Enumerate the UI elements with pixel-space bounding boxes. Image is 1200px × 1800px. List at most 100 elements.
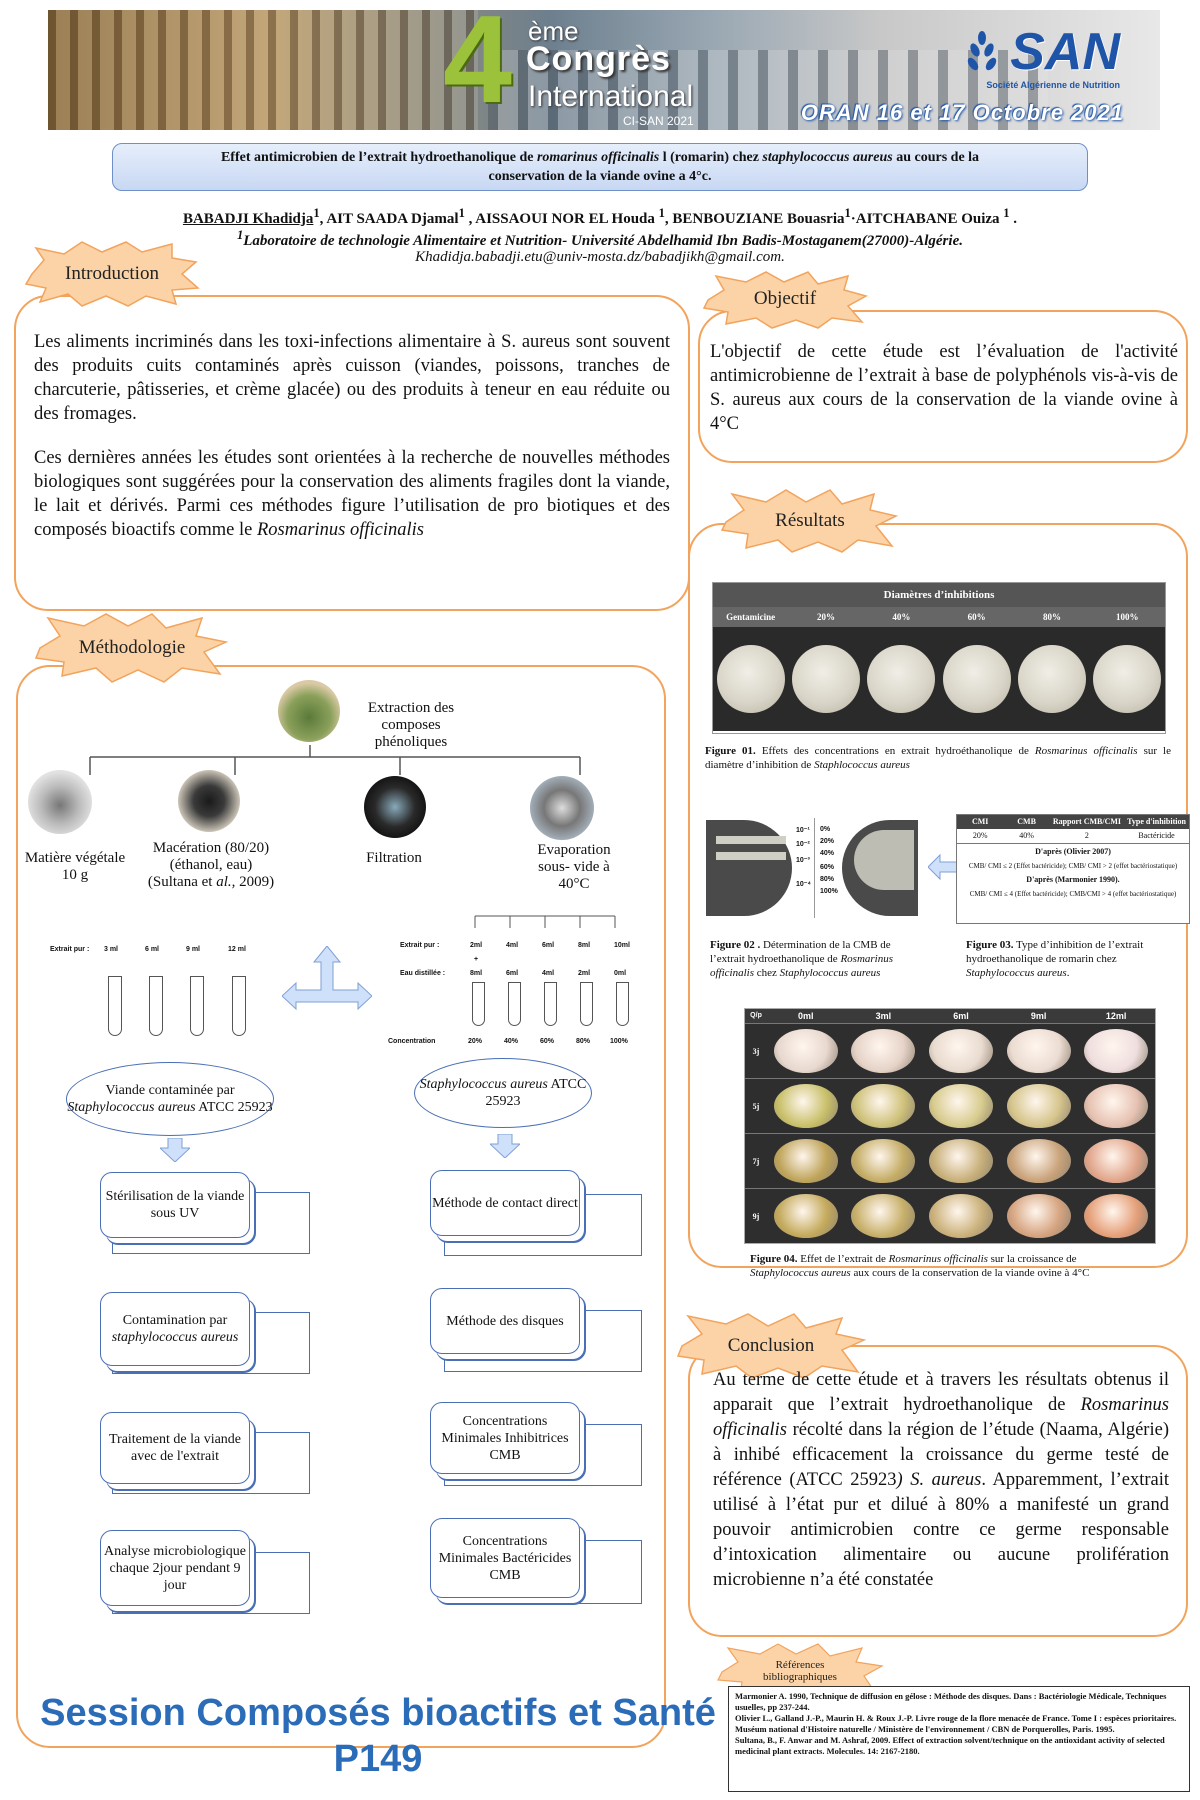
introduction-text: Les aliments incriminés dans les toxi-in…	[34, 330, 670, 542]
caption-label: Figure 01.	[705, 745, 756, 757]
petri-dish	[928, 1084, 993, 1128]
email-text: Khadidja.babadji.etu@univ-mosta.dz/babad…	[415, 249, 782, 265]
step-analysis: Analyse microbiologique chaque 2jour pen…	[100, 1530, 250, 1606]
fig3-rule: CMB/ CMI ≤ 4 (Effet bactéricide); CMB/CM…	[969, 890, 1177, 898]
dilution-label: 10⁻⁴	[796, 881, 811, 888]
petri-dish	[851, 1029, 916, 1073]
author-5: ·AITCHABANE Ouiza	[850, 211, 1004, 227]
fig3-cell: 2	[1084, 831, 1089, 840]
affiliation-sup: 1	[237, 228, 244, 242]
evaporation-photo	[530, 776, 594, 840]
petri-dish	[773, 1139, 838, 1183]
caption-species: Rosmarinus officinalis	[1034, 745, 1138, 757]
title-bacterium: staphylococcus aureus	[762, 150, 893, 165]
fig4-day-label: 7j	[752, 1156, 760, 1166]
figure-02: 10⁻¹ 10⁻² 10⁻³ 10⁻⁴ 0% 20% 40% 60% 80% 1…	[706, 818, 918, 920]
dilution-label: 10⁻²	[796, 841, 810, 848]
maceration-italic: al.,	[216, 874, 236, 890]
figure-04-caption: Figure 04. Effet de l’extrait de Rosmari…	[750, 1252, 1160, 1280]
right-row1-label: Extrait pur :	[400, 942, 440, 949]
title-species: romarinus officinalis	[536, 150, 660, 165]
step-treatment: Traitement de la viande avec de l'extrai…	[100, 1412, 250, 1484]
objectif-title: Objectif	[753, 288, 817, 309]
petri-dish	[867, 645, 936, 713]
references-list: Marmonier A. 1990, Technique de diffusio…	[728, 1686, 1190, 1792]
figure-01-headers: Gentamicine 20% 40% 60% 80% 100%	[713, 607, 1165, 627]
petri-dish	[928, 1194, 993, 1238]
conclusion-panel	[688, 1345, 1188, 1637]
reference-item: Sultana, B., F. Anwar and M. Ashraf, 200…	[735, 1735, 1165, 1756]
conclusion-text-1: Au terme de cette étude et à travers les…	[713, 1370, 1169, 1415]
fig3-header: Type d'inhibition	[1127, 817, 1186, 826]
petri-dish	[1084, 1139, 1149, 1183]
figure-01-col: 40%	[892, 612, 911, 622]
test-tube	[232, 976, 246, 1036]
step-evaporation: Evaporation sous- vide à 40°C	[537, 842, 611, 892]
session-title: Session Composés bioactifs et Santé	[40, 1692, 716, 1734]
right-row3-label: Concentration	[388, 1038, 436, 1045]
oval-right-species: Staphylococcus aureus	[419, 1077, 548, 1092]
caption-label: Figure 02 .	[710, 939, 761, 951]
step-label: Concentrations Minimales Inhibitrices CM…	[441, 1413, 569, 1463]
caption-bacterium: Staphylococcus aureus	[966, 967, 1067, 979]
fig4-col: 9ml	[1030, 1011, 1047, 1021]
step-plant-material: Matière végétale 10 g	[24, 850, 126, 883]
growth-line	[716, 852, 786, 860]
petri-dish	[1084, 1084, 1149, 1128]
conclusion-heading: Conclusion	[676, 1312, 866, 1380]
caption-bacterium: Staphylococcus aureus	[750, 1267, 851, 1279]
caption-text: sur la croissance de	[987, 1253, 1077, 1265]
step-label: Analyse microbiologique chaque 2jour pen…	[104, 1543, 246, 1593]
introduction-heading: Introduction	[22, 240, 202, 308]
figure-03: CMI CMB Rapport CMB/CMI Type d'inhibitio…	[956, 814, 1190, 924]
title-text-3: au cours de la	[892, 150, 980, 165]
step-label-italic: staphylococcus aureus	[111, 1330, 239, 1345]
petri-dish	[928, 1029, 993, 1073]
session-label: Session Composés bioactifs et Santé P149	[28, 1690, 728, 1782]
petri-dish	[1006, 1084, 1071, 1128]
conclusion-text-3: . Apparemment, l’extrait utilisé à l’éta…	[713, 1470, 1169, 1590]
percent-label: 40%	[820, 850, 835, 857]
caption-end: .	[1066, 967, 1070, 979]
oval-staph-strain: Staphylococcus aureus ATCC 25923	[414, 1058, 592, 1128]
methodologie-title: Méthodologie	[78, 637, 186, 658]
step-contamination: Contamination par staphylococcus aureus	[100, 1292, 250, 1366]
petri-dish	[942, 645, 1011, 713]
step-cmb: Concentrations Minimales Bactéricides CM…	[430, 1518, 580, 1598]
caption-label: Figure 04.	[750, 1253, 798, 1265]
email-end: .	[781, 249, 785, 265]
introduction-species: Rosmarinus officinalis	[256, 520, 424, 540]
volume-cell: 6ml	[506, 970, 519, 977]
petri-dish	[773, 1029, 838, 1073]
right-row2-label: Eau distillée :	[400, 970, 446, 977]
oval-right-strain: ATCC 25923	[485, 1077, 587, 1109]
figure-03-headers: CMI CMB Rapport CMB/CMI Type d'inhibitio…	[957, 815, 1189, 829]
test-tube	[616, 982, 629, 1026]
burst-shape-icon	[676, 1313, 866, 1379]
percent-label: 20%	[820, 838, 835, 845]
figure-03-caption: Figure 03. Type d’inhibition de l’extrai…	[966, 938, 1176, 980]
figure-01-title: Diamètres d’inhibitions	[713, 583, 1165, 607]
author-sup: 1	[313, 206, 320, 220]
fig4-row: 9j	[745, 1188, 1155, 1243]
oval-left-species: Staphylococcus aureus	[67, 1100, 196, 1115]
growth-line	[716, 836, 786, 844]
concentration-cell: 40%	[504, 1038, 519, 1045]
caption-species: Rosmarinus officinalis	[888, 1253, 988, 1265]
caption-text: Effet de l’extrait de	[797, 1253, 889, 1265]
rosemary-plant-photo	[278, 680, 340, 742]
caption-bacterium: Staphlococcus aureus	[814, 759, 910, 771]
conclusion-bacterium: ) S. aureus	[896, 1470, 982, 1490]
caption-species: Rosmarinus officinalis	[710, 953, 893, 979]
figure-01-col: 60%	[967, 612, 986, 622]
fig4-day-label: 9j	[752, 1211, 760, 1221]
caption-label: Figure 03.	[966, 939, 1014, 951]
objectif-text: L'objectif de cette étude est l’évaluati…	[710, 342, 1178, 434]
petri-dish	[773, 1194, 838, 1238]
extraction-label: Extraction des composes phénoliques	[367, 700, 455, 750]
references-title: Références bibliographiques	[763, 1659, 837, 1683]
step-label: Concentrations Minimales Bactéricides CM…	[438, 1533, 572, 1583]
title-text-2: l (romarin) chez	[659, 150, 763, 165]
petri-dish	[791, 645, 860, 713]
